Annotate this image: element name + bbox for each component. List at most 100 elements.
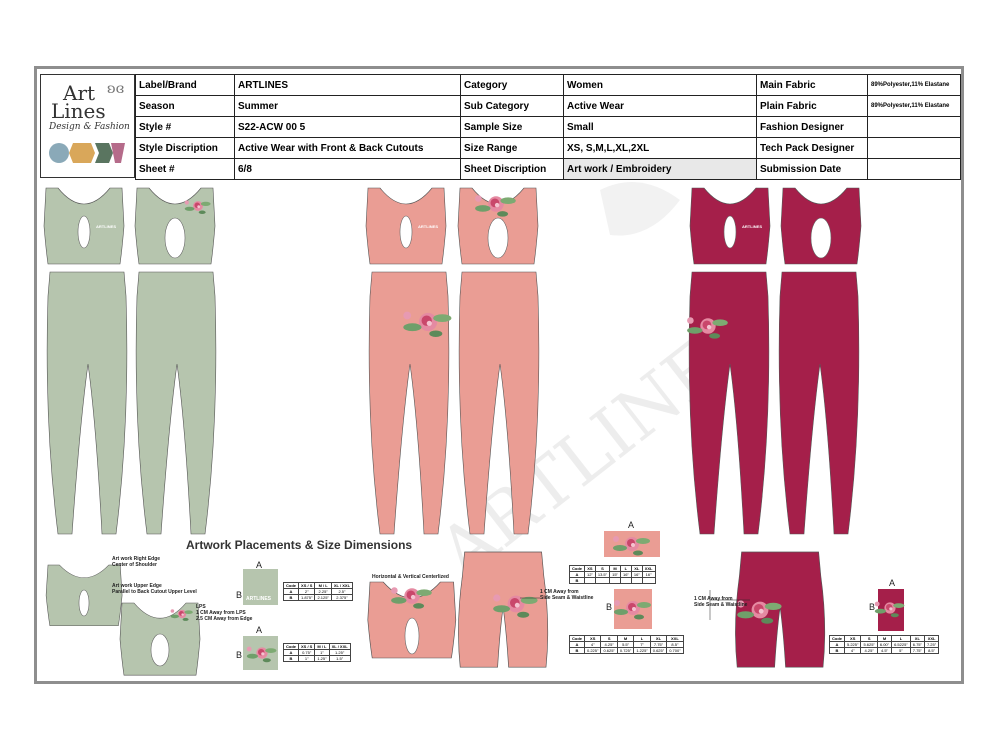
spec-value: 89%Polyester,11% Elastane xyxy=(867,95,961,117)
size-cell: 0.625" xyxy=(600,647,618,654)
size-cell: 5.625" xyxy=(860,641,878,648)
size-cell xyxy=(584,577,596,584)
sage-logo-swatch xyxy=(243,569,278,605)
sage-front-legging xyxy=(46,271,128,535)
butterfly-watermark-icon xyxy=(600,182,680,236)
label-b-sage-top: B xyxy=(236,590,243,600)
label-a-sage-top: A xyxy=(256,560,263,570)
size-cell xyxy=(641,577,656,584)
size-cell: 0.700" xyxy=(666,647,684,654)
size-cell xyxy=(594,577,611,584)
label-a-sage-bottom: A xyxy=(256,625,263,635)
size-cell xyxy=(609,577,621,584)
front-cutouts xyxy=(77,215,832,259)
size-cell xyxy=(630,577,643,584)
size-cell: B xyxy=(569,647,585,654)
size-cell: M / L xyxy=(314,643,330,650)
brand-print-marks: ARTLINES ARTLINES ARTLINES xyxy=(96,224,762,229)
berry-brand-print: ARTLINES xyxy=(742,224,762,229)
label-b-berry: B xyxy=(869,602,876,612)
logo-swatches xyxy=(49,143,125,163)
size-row: B xyxy=(569,577,656,584)
size-cell: 7.75" xyxy=(909,647,925,654)
brand-logo: Art Lines ʚɞ Design & Fashion xyxy=(40,74,135,178)
size-cell: 1.5" xyxy=(328,655,351,662)
size-cell: 4" xyxy=(843,647,862,654)
size-cell: 1.875" xyxy=(297,594,316,601)
size-cell: XL / XXL xyxy=(330,582,354,589)
logo-tagline: Design & Fashion xyxy=(49,122,130,132)
size-cell: 0.725" xyxy=(616,647,635,654)
label-b-sage-bottom: B xyxy=(236,650,243,660)
size-cell: B xyxy=(283,594,299,601)
size-cell: 2.125" xyxy=(314,594,332,601)
note-centerlized: Horizontal & Vertical Centerlized xyxy=(372,574,449,580)
size-cell: 0.225" xyxy=(583,647,602,654)
size-cell: B xyxy=(283,655,299,662)
size-cell: 5" xyxy=(891,647,911,654)
spec-value: Art work / Embroidery xyxy=(563,158,757,180)
guide-lines xyxy=(520,590,750,620)
spec-label: Submission Date xyxy=(756,158,868,180)
size-cell xyxy=(619,577,632,584)
size-cell: B xyxy=(829,647,845,654)
butterfly-icon: ʚɞ xyxy=(107,81,125,97)
sage-front-cutout-small xyxy=(78,589,90,617)
berry-back-legging xyxy=(778,271,860,535)
size-cell: 6.5225" xyxy=(891,641,911,648)
sage-back-cutout-small xyxy=(150,633,170,667)
label-a-peach: A xyxy=(628,520,635,530)
spec-label: Sheet Discription xyxy=(460,158,564,180)
label-a-berry: A xyxy=(889,578,896,588)
berry-shorts-placement xyxy=(734,551,826,668)
spec-value xyxy=(867,158,961,180)
size-cell: 1" xyxy=(297,655,316,662)
placements-title: Artwork Placements & Size Dimensions xyxy=(186,538,413,552)
size-cell: 4.5" xyxy=(876,647,893,654)
size-cell: B xyxy=(569,577,585,584)
sage-back-legging xyxy=(135,271,217,535)
label-b-peach: B xyxy=(606,602,613,612)
peach-front-legging xyxy=(368,271,450,535)
logo-line1: Art xyxy=(63,81,96,105)
size-cell: 0.625" xyxy=(649,647,668,654)
berry-front-legging xyxy=(688,271,770,535)
size-cell: 1.25" xyxy=(314,655,330,662)
size-cell: 1.225" xyxy=(633,647,651,654)
sage-swatch-brand-print: ARTLINES xyxy=(246,596,272,602)
peach-brand-print: ARTLINES xyxy=(418,224,438,229)
size-cell: 4.25" xyxy=(860,647,878,654)
size-cell: 2.375" xyxy=(330,594,354,601)
size-cell: 8.5" xyxy=(923,647,940,654)
sage-brand-print: ARTLINES xyxy=(96,224,116,229)
logo-line2: Lines xyxy=(51,99,106,123)
size-cell: XL / XXL xyxy=(328,643,351,650)
